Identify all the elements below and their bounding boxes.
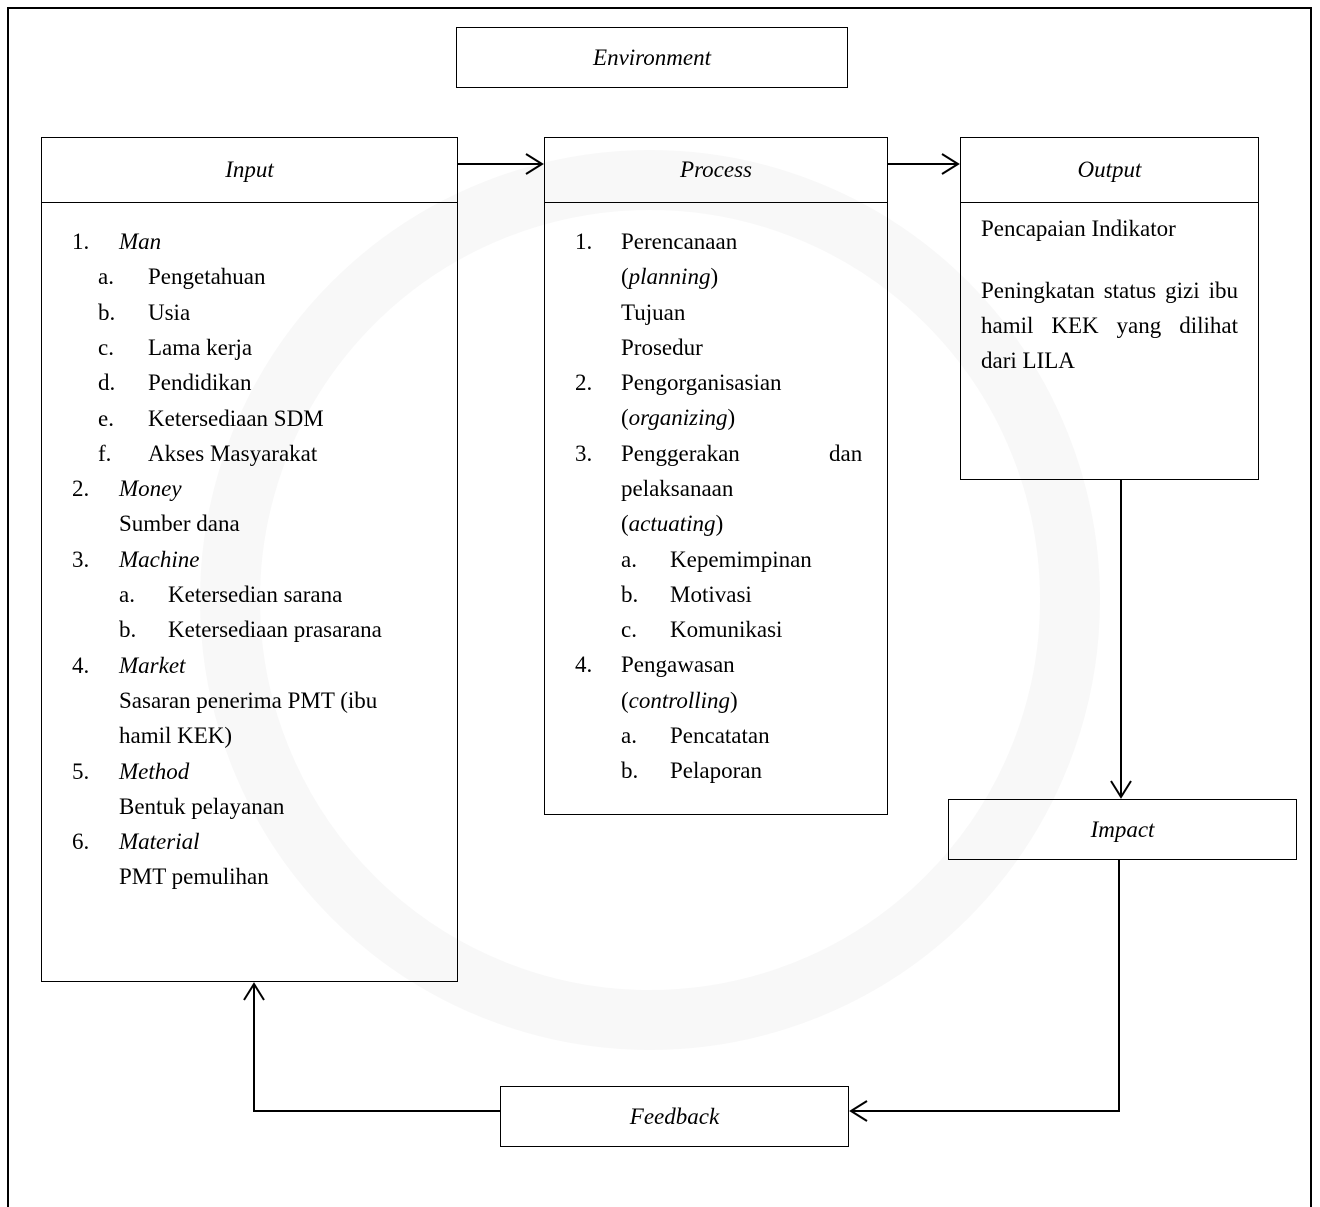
arrowhead-output-impact	[1110, 780, 1132, 799]
output-header: Output	[961, 138, 1258, 203]
input-item-number: d.	[98, 370, 116, 396]
input-item-label: Sasaran penerima PMT (ibu	[119, 687, 378, 713]
input-item-label: Usia	[148, 299, 191, 325]
input-item-number: 5.	[72, 758, 90, 784]
input-item-number: b.	[98, 299, 116, 325]
process-item-actuating: Penggerakan	[621, 441, 740, 466]
process-organizing-en: (organizing)	[621, 405, 736, 430]
process-title: Process	[680, 157, 752, 182]
process-item-controlling: Pengawasan	[621, 652, 735, 677]
input-item-number: e.	[98, 405, 114, 431]
arrow-feedback-input	[253, 984, 500, 1112]
input-item-label: Sumber dana	[119, 511, 240, 537]
input-item-label: Ketersediaan SDM	[148, 405, 324, 431]
output-title: Output	[1077, 157, 1142, 182]
process-recording: Pencatatan	[670, 723, 770, 748]
process-letter-c: c.	[621, 617, 637, 642]
input-item-label: Akses Masyarakat	[148, 440, 318, 466]
input-item-label: Man	[119, 229, 162, 254]
feedback-label: Feedback	[629, 1103, 720, 1129]
process-communication: Komunikasi	[670, 617, 783, 642]
output-box: Output	[960, 137, 1259, 480]
input-item-label: Bentuk pelayanan	[119, 793, 285, 819]
impact-box: Impact	[948, 799, 1297, 860]
output-indicator: Pencapaian Indikator	[981, 216, 1176, 241]
process-item-organizing: Pengorganisasian	[621, 370, 782, 395]
input-item-label: Ketersedian sarana	[168, 582, 343, 607]
input-item-number: b.	[119, 617, 137, 643]
process-controlling-en: (controlling)	[621, 688, 738, 713]
process-header: Process	[545, 138, 887, 203]
process-planning-goal: Tujuan	[621, 300, 686, 325]
process-letter-b2: b.	[621, 758, 639, 783]
process-num-2: 2.	[575, 370, 593, 395]
process-item-planning: Perencanaan	[621, 229, 738, 254]
process-box: Process	[544, 137, 888, 815]
input-item-label: Pengetahuan	[148, 264, 266, 290]
input-title: Input	[225, 157, 274, 182]
arrowhead-process-output	[941, 153, 960, 175]
process-item-actuating-and: dan	[829, 441, 863, 466]
output-description: Peningkatan status gizi ibu hamil KEK ya…	[981, 278, 1238, 373]
input-item-label: hamil KEK)	[119, 723, 233, 749]
process-planning-en: (planning)	[621, 264, 719, 289]
input-item-label: Market	[119, 652, 186, 678]
diagram-frame	[7, 7, 1312, 1207]
process-letter-a: a.	[621, 547, 637, 572]
process-num-1: 1.	[575, 229, 593, 254]
feedback-box: Feedback	[500, 1086, 849, 1147]
input-item-label: Money	[119, 476, 182, 502]
input-item-label: Lama kerja	[148, 334, 253, 360]
arrow-impact-feedback	[851, 860, 1120, 1112]
input-item-label: Pendidikan	[148, 370, 252, 396]
process-item-actuating-cont: pelaksanaan	[621, 476, 734, 501]
process-planning-procedure: Prosedur	[621, 335, 703, 360]
environment-box: Environment	[456, 27, 848, 88]
process-actuating-en: (actuating)	[621, 511, 724, 536]
input-item-number: 3.	[72, 546, 90, 572]
input-header: Input	[42, 138, 457, 203]
input-item-label: Ketersediaan prasarana	[168, 617, 382, 643]
process-reporting: Pelaporan	[670, 758, 762, 783]
input-item-number: f.	[98, 440, 112, 466]
input-item-number: a.	[119, 582, 135, 607]
input-item-number: 2.	[72, 476, 90, 502]
input-box: Input	[41, 137, 458, 982]
arrowhead-input-process	[525, 153, 544, 175]
process-letter-a2: a.	[621, 723, 637, 748]
process-motivation: Motivasi	[670, 582, 752, 607]
input-item-number: 1.	[72, 229, 90, 254]
input-item-number: c.	[98, 334, 114, 360]
process-num-4: 4.	[575, 652, 593, 677]
process-letter-b: b.	[621, 582, 639, 607]
input-item-number: 4.	[72, 652, 90, 678]
arrowhead-impact-feedback	[849, 1100, 868, 1122]
input-item-label: Method	[119, 758, 190, 784]
input-item-label: Material	[119, 829, 200, 855]
impact-label: Impact	[1090, 816, 1155, 842]
input-item-label: Machine	[119, 546, 200, 572]
process-leadership: Kepemimpinan	[670, 547, 812, 572]
input-item-label: PMT pemulihan	[119, 864, 269, 890]
process-num-3: 3.	[575, 441, 593, 466]
input-item-number: 6.	[72, 829, 90, 855]
arrowhead-feedback-input	[243, 982, 265, 1001]
environment-label: Environment	[593, 44, 711, 70]
input-item-number: a.	[98, 264, 114, 290]
